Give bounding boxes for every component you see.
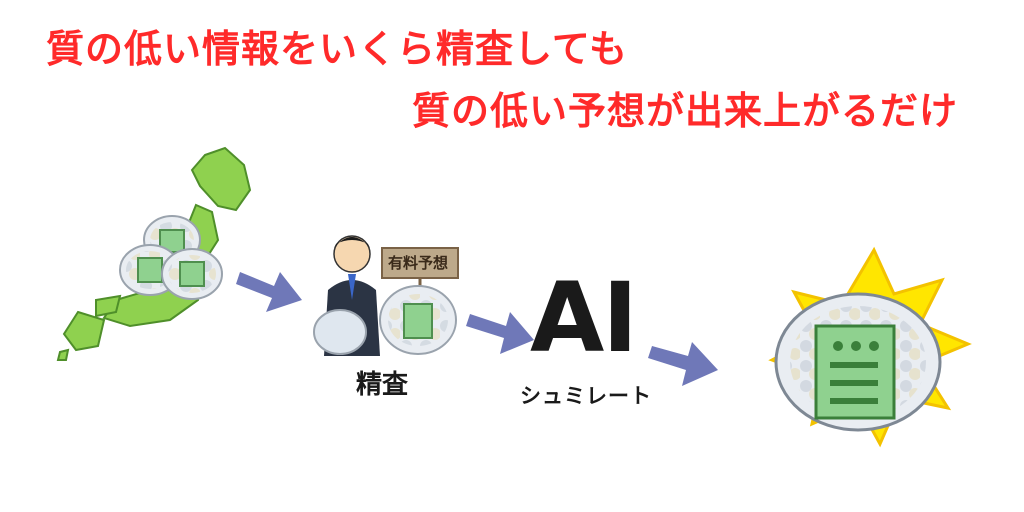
sign-text: 有料予想 (388, 254, 449, 272)
arrow-icon (236, 272, 302, 312)
money-bag-icon (161, 248, 223, 300)
arrow-icon (648, 342, 718, 386)
sign-board-icon (381, 247, 459, 290)
money-bag-icon (774, 292, 942, 432)
arrow-icon (466, 312, 534, 354)
simulate-label: シュミレート (520, 384, 652, 408)
money-bag-icon (379, 285, 457, 355)
businessman-icon (313, 235, 380, 356)
ai-label: AI (530, 262, 638, 374)
headline-line-2: 質の低い予想が出来上がるだけ (412, 89, 959, 133)
scrutiny-label: 精査 (356, 370, 409, 400)
headline-line-1: 質の低い情報をいくら精査しても (46, 27, 628, 71)
